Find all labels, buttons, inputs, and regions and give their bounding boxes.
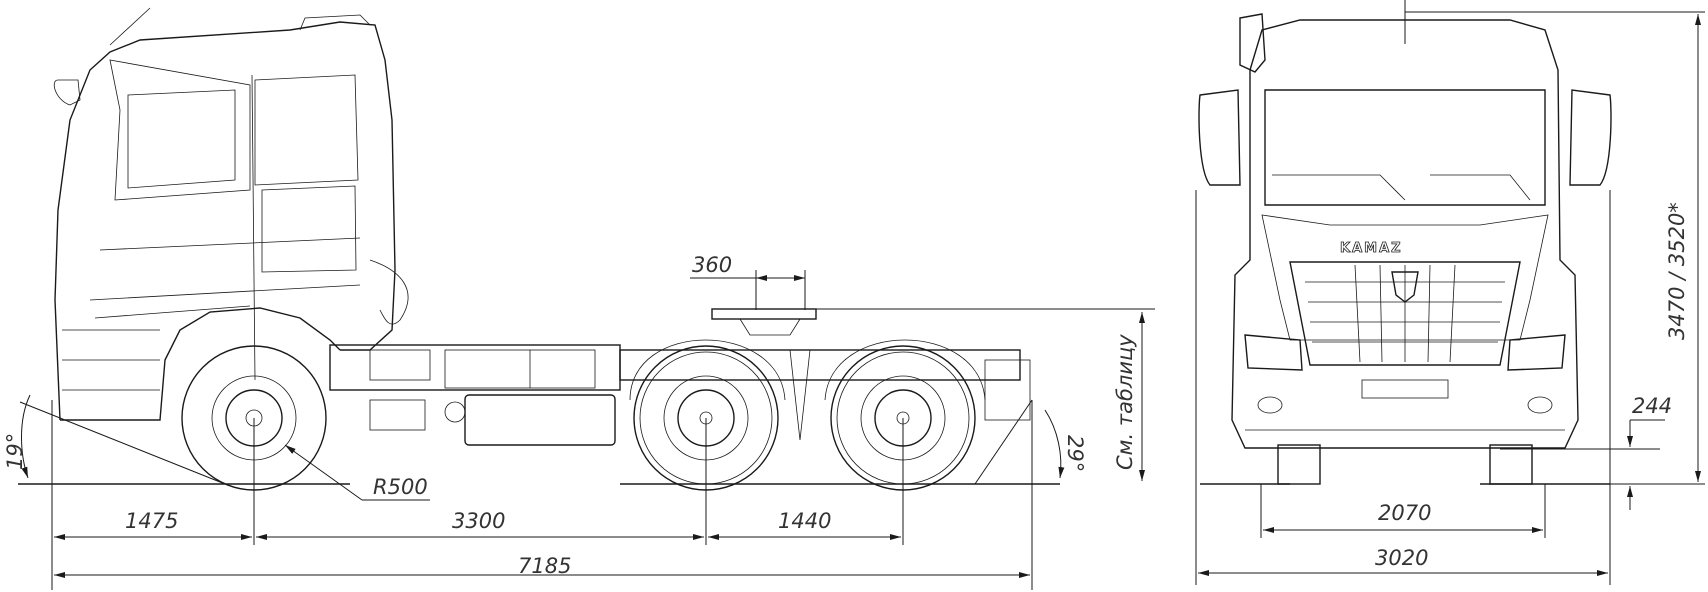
headlight-left [1244,334,1303,371]
track-label: 2070 [1378,501,1431,525]
windshield [1264,89,1546,206]
height-label: 3470 / 3520* [1665,202,1689,340]
overall-length-label: 7185 [518,554,571,578]
side-view: 19° 29° R500 360 См. таблицу 1475 3300 1… [3,7,1155,590]
approach-angle-label: 19° [3,433,27,470]
mirror [53,79,81,106]
front-overhang-label: 1475 [125,509,178,533]
rear-light [984,359,1031,421]
cab-front: KAMAZ [1231,19,1579,449]
mirror-left [1198,89,1241,186]
door-window [254,74,359,186]
departure-angle-label: 29° [1063,435,1087,472]
wheelbase-2-label: 1440 [778,509,831,533]
headlight-right [1507,334,1566,371]
grille [1289,261,1521,366]
mirror-right [1569,89,1612,186]
turning-radius-label: R500 [373,475,428,499]
license-plate [1361,379,1449,399]
fifth-wheel-height-label: См. таблицу [1113,334,1137,470]
fifth-wheel-offset-label: 360 [692,253,732,277]
emblem [1391,271,1419,303]
front-wheel-left [1277,444,1321,485]
fog-light-left [1257,396,1283,414]
fuel-tank [464,394,616,446]
front-view: KAMAZ [1195,0,1705,585]
fifth-wheel [711,308,817,320]
brand-logo: KAMAZ [1340,241,1403,256]
fog-light-right [1527,396,1553,414]
overall-width-label: 3020 [1375,546,1428,570]
ground-clearance-label: 244 [1632,394,1672,418]
antenna [109,7,151,46]
chassis [329,308,1031,446]
front-wheel-right [1489,444,1533,485]
wheelbase-1-label: 3300 [452,509,505,533]
cab-side [53,7,409,421]
side-window [109,59,251,201]
